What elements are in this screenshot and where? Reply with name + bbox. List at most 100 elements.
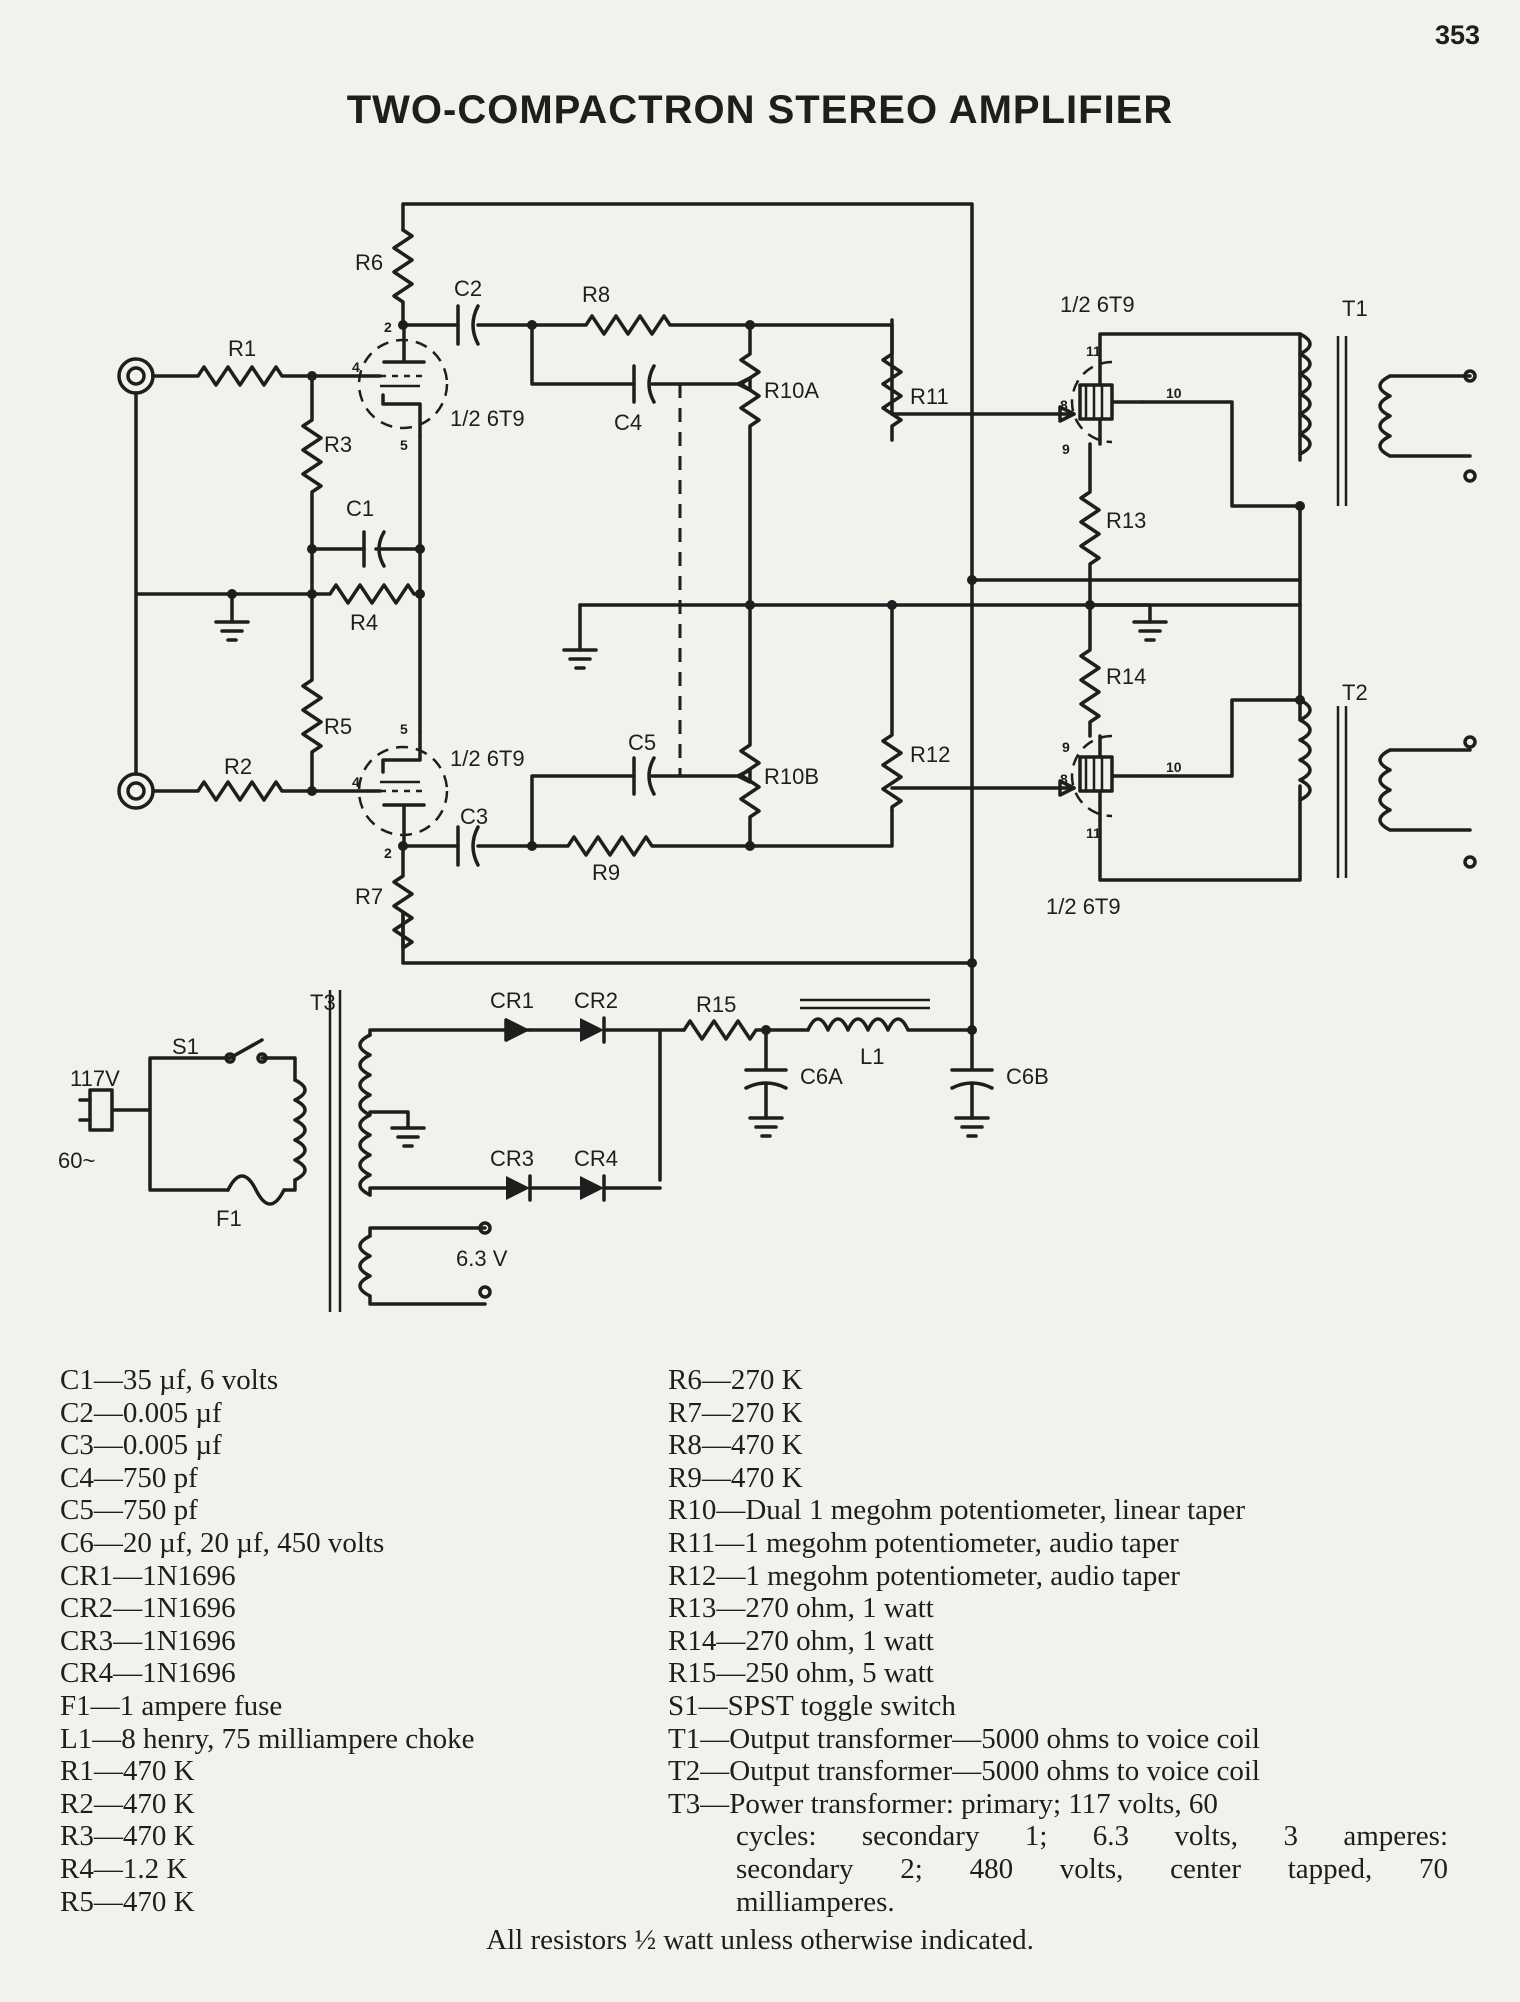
label-l1: L1	[860, 1044, 884, 1069]
parts-list-item: R1—470 K	[60, 1755, 660, 1788]
label-r14: R14	[1106, 664, 1146, 689]
part-description: —470 K	[701, 1461, 803, 1494]
label-r7: R7	[355, 884, 383, 909]
label-c5: C5	[628, 730, 656, 755]
part-ref: R9	[668, 1461, 702, 1494]
part-ref: C2	[60, 1396, 94, 1429]
label-c4: C4	[614, 410, 642, 435]
parts-list-item: CR2—1N1696	[60, 1592, 660, 1625]
speaker-terminal[interactable]	[1463, 855, 1477, 869]
part-ref: R10	[668, 1494, 717, 1527]
ground-symbol-c6a	[748, 1116, 784, 1138]
part-description: —0.005 µf	[93, 1396, 222, 1429]
label-r13: R13	[1106, 508, 1146, 533]
part-description: —270 ohm, 1 watt	[716, 1592, 934, 1625]
part-ref: R1	[60, 1755, 94, 1788]
parts-list-item: C3—0.005 µf	[60, 1429, 660, 1462]
footnote: All resistors ½ watt unless otherwise in…	[486, 1924, 1034, 1956]
part-ref: S1	[668, 1689, 699, 1722]
part-ref: R7	[668, 1396, 702, 1429]
part-description: —270 K	[701, 1364, 803, 1396]
label-r5: R5	[324, 714, 352, 739]
output-transformer-t2	[1298, 698, 1477, 878]
speaker-terminal[interactable]	[1463, 735, 1477, 749]
part-ref: R11	[668, 1526, 716, 1559]
part-description: —270 K	[701, 1396, 803, 1429]
parts-list-item: L1—8 henry, 75 milliampere choke	[60, 1723, 660, 1756]
ground-symbol-mid	[562, 648, 598, 670]
part-ref: R13	[668, 1592, 717, 1625]
part-description: —270 ohm, 1 watt	[716, 1624, 934, 1657]
heater-terminal[interactable]	[478, 1221, 492, 1235]
speaker-terminal[interactable]	[1463, 369, 1477, 383]
part-description: —0.005 µf	[93, 1429, 222, 1462]
input-jack-ch2[interactable]	[117, 772, 155, 810]
part-ref: T1	[668, 1722, 701, 1755]
part-description: —Power transformer: primary; 117 volts, …	[700, 1787, 1218, 1820]
parts-list-item: S1—SPST toggle switch	[668, 1690, 1448, 1723]
part-ref: L1	[60, 1722, 93, 1755]
part-description: —SPST toggle switch	[698, 1689, 956, 1722]
parts-list-item: R4—1.2 K	[60, 1853, 660, 1886]
label-r15: R15	[696, 992, 736, 1017]
parts-list-item: R11—1 megohm potentiometer, audio taper	[668, 1527, 1448, 1560]
input-jack-ch1[interactable]	[117, 357, 155, 395]
label-f1: F1	[216, 1206, 242, 1231]
pin-label: 9	[1062, 441, 1070, 457]
part-description: —1N1696	[113, 1624, 236, 1657]
parts-list-item: C6—20 µf, 20 µf, 450 volts	[60, 1527, 660, 1560]
page-title: TWO-COMPACTRON STEREO AMPLIFIER	[346, 88, 1174, 132]
label-r10b: R10B	[764, 764, 819, 789]
label-r11: R11	[910, 384, 949, 409]
part-ref: R6	[668, 1364, 702, 1396]
part-ref: R4	[60, 1852, 94, 1885]
part-description: —750 pf	[93, 1494, 198, 1527]
parts-list-item: C2—0.005 µf	[60, 1397, 660, 1430]
parts-list-item: R3—470 K	[60, 1820, 660, 1853]
ground-symbol-input	[214, 620, 250, 642]
label-r3: R3	[324, 432, 352, 457]
part-ref: C4	[60, 1461, 94, 1494]
pin-label: 11	[1086, 825, 1101, 841]
heater-terminal[interactable]	[478, 1285, 492, 1299]
pin-label: 5	[400, 721, 408, 737]
label-tube-v2b: 1/2 6T9	[1046, 894, 1121, 919]
label-t1: T1	[1342, 296, 1368, 321]
power-transformer-core	[328, 990, 342, 1312]
part-description: —1N1696	[113, 1592, 236, 1625]
label-tube-v2a: 1/2 6T9	[1060, 292, 1135, 317]
label-heater-voltage: 6.3 V	[456, 1246, 508, 1271]
label-mains-frequency: 60~	[58, 1148, 95, 1173]
part-ref: CR4	[60, 1657, 114, 1690]
parts-list-item: R15—250 ohm, 5 watt	[668, 1657, 1448, 1690]
label-cr3: CR3	[490, 1146, 534, 1171]
parts-list-item: C4—750 pf	[60, 1462, 660, 1495]
part-ref: R15	[668, 1657, 717, 1690]
part-description: —750 pf	[93, 1461, 198, 1494]
part-ref: C6	[60, 1526, 94, 1559]
part-description: —Output transformer—5000 ohms to voice c…	[700, 1755, 1260, 1788]
parts-list-item: R14—270 ohm, 1 watt	[668, 1625, 1448, 1658]
pin-label: 4	[352, 359, 360, 375]
pin-label: 8	[1060, 397, 1068, 413]
label-c2: C2	[454, 276, 482, 301]
part-description: —1N1696	[113, 1559, 236, 1592]
part-description: —1.2 K	[93, 1852, 188, 1885]
page-number: 353	[1434, 20, 1480, 50]
part-ref: C5	[60, 1494, 94, 1527]
parts-list-item: CR3—1N1696	[60, 1625, 660, 1658]
label-r10a: R10A	[764, 378, 819, 403]
ground-symbol-output	[1132, 620, 1168, 642]
part-ref: CR2	[60, 1592, 114, 1625]
part-description: —Dual 1 megohm potentiometer, linear tap…	[716, 1494, 1246, 1527]
label-tube-v1b: 1/2 6T9	[450, 746, 525, 771]
part-ref: C1	[60, 1364, 94, 1396]
parts-list-item: CR4—1N1696	[60, 1657, 660, 1690]
part-ref: C3	[60, 1429, 94, 1462]
part-description: —1 megohm potentiometer, audio taper	[715, 1526, 1179, 1559]
part-description-continued: milliamperes.	[736, 1885, 895, 1918]
parts-list-item: R6—270 K	[668, 1364, 1448, 1397]
part-ref: R14	[668, 1624, 717, 1657]
speaker-terminal[interactable]	[1463, 469, 1477, 483]
